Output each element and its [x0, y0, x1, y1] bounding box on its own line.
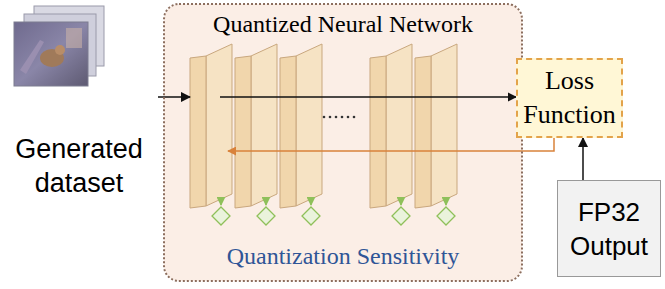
output-box: FP32 Output [557, 180, 661, 277]
node-label: FP32 Output [558, 195, 660, 263]
layer-slabs [190, 44, 457, 208]
connector [220, 96, 516, 97]
network-title: Quantized Neural Network [165, 11, 521, 38]
connector [228, 138, 554, 151]
image-stack [14, 6, 104, 86]
network-box: Quantized Neural NetworkQuantization Sen… [163, 3, 523, 282]
node-label: Loss Function [522, 64, 617, 132]
loss-box: Loss Function [516, 58, 623, 138]
dataset-node: Generated dataset [0, 0, 158, 200]
connector [582, 138, 584, 180]
sensitivity-label: Quantization Sensitivity [165, 243, 521, 270]
sensitivity-diamonds [212, 198, 455, 225]
network-fill [164, 4, 522, 281]
ellipsis-dots [323, 116, 356, 119]
node-label: Generated dataset [0, 132, 158, 200]
